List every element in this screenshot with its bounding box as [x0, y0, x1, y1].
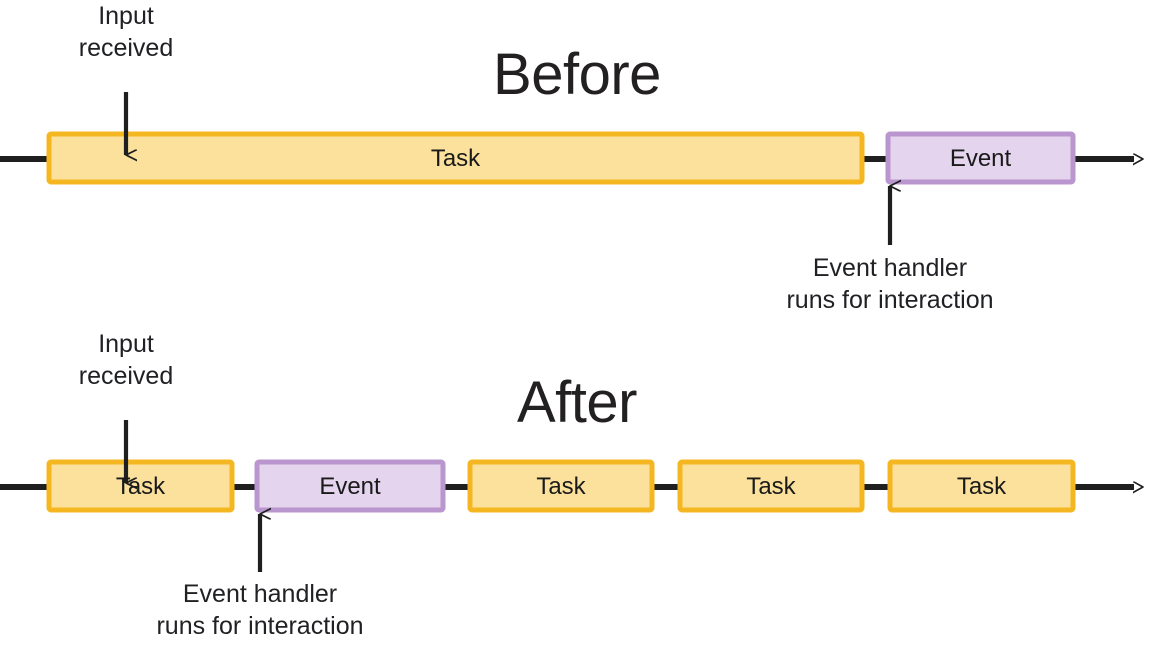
before-event-handler-label: Event handler runs for interaction — [786, 254, 994, 314]
after-title: After — [517, 370, 638, 435]
before-input-received-label: Input received — [78, 2, 174, 62]
after-block-task-4 — [887, 459, 1076, 513]
after-block-task-1 — [46, 459, 235, 513]
after-event-handler-label: Event handler runs for interaction — [156, 580, 364, 640]
before-block-event — [885, 131, 1076, 185]
after-block-task-2 — [467, 459, 655, 513]
before-title: Before — [493, 42, 661, 107]
after-block-event — [254, 459, 446, 513]
before-block-task — [46, 131, 865, 185]
after-input-received-label: Input received — [78, 330, 174, 390]
after-block-task-3 — [677, 459, 865, 513]
